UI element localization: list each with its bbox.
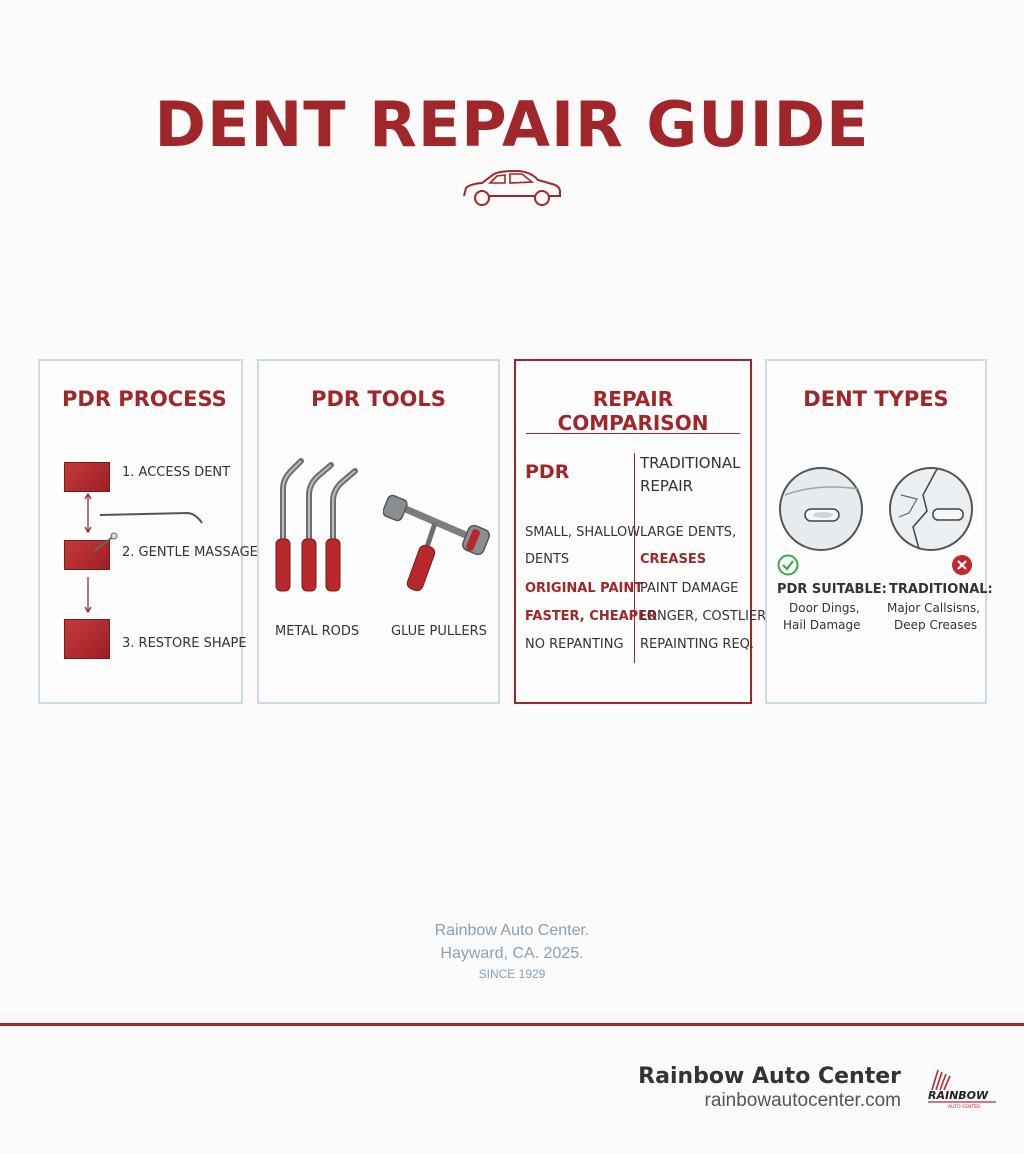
arrow-tool-icon [84, 493, 203, 534]
footer-line-3: SINCE 1929 [478, 967, 546, 981]
footer-line-2: Hayward, CA. 2025. [440, 945, 584, 962]
step-1: 1. ACCESS DENT [122, 465, 231, 480]
glue-puller-icon [383, 494, 491, 592]
crease-damage-icon [889, 467, 973, 551]
pdr-suitable-label: PDR SUITABLE: [777, 582, 887, 597]
step-3: 3. RESTORE SHAPE [122, 636, 247, 651]
rainbow-logo-icon: RAINBOW AUTO CENTER [928, 1069, 996, 1110]
col-traditional-header-1: TRADITIONAL [640, 454, 741, 472]
tool-metal-rods: METAL RODS [275, 624, 360, 639]
door-ding-icon [779, 467, 863, 551]
check-icon [777, 554, 799, 576]
cross-icon [952, 555, 972, 575]
step-2: 2. GENTLE MASSAGE [122, 545, 258, 560]
pdr-row-2: DENTS [525, 552, 570, 567]
repair-comparison-title: REPAIR COMPARISON [557, 387, 709, 435]
pdr-row-1: SMALL, SHALLOW [525, 525, 641, 540]
footer-line-1: Rainbow Auto Center. [434, 922, 590, 939]
comparison-column-divider [634, 453, 635, 663]
car-outline-icon [463, 169, 561, 206]
restored-panel-icon [64, 619, 110, 659]
brand-url[interactable]: rainbowautocenter.com [704, 1090, 901, 1111]
dent-panel-icon [64, 462, 110, 492]
pdr-row-4: FASTER, CHEAPER [525, 609, 658, 624]
pdr-process-panel: PDR PROCESS 1. ACCESS DENT 2. GENTLE MAS… [38, 359, 258, 704]
trad-row-2: CREASES [640, 552, 707, 567]
rod-tip-icon [93, 532, 118, 552]
traditional-label: TRADITIONAL: [889, 582, 993, 597]
logo-text: RAINBOW [928, 1089, 989, 1102]
trad-row-5: REPAINTING REQ. [640, 637, 755, 652]
traditional-desc-1: Major Callsisns, [887, 601, 981, 615]
pdr-suitable-desc-1: Door Dings, [789, 601, 860, 615]
pdr-row-5: NO REPANTING [525, 637, 624, 652]
metal-rods-icon [275, 458, 358, 592]
arrow-down-icon [84, 577, 92, 614]
logo-subtext: AUTO CENTER [948, 1104, 980, 1110]
dent-types-title: DENT TYPES [803, 387, 949, 411]
col-pdr-header: PDR [525, 461, 570, 483]
pdr-process-title: PDR PROCESS [62, 387, 227, 411]
col-traditional-header-2: REPAIR [640, 477, 694, 495]
footer-divider [0, 1023, 1024, 1026]
pdr-suitable-desc-2: Hail Damage [783, 618, 861, 632]
trad-row-3: PAINT DAMAGE [640, 581, 739, 596]
comparison-divider [526, 433, 740, 434]
trad-row-4: LONGER, COSTLIER [640, 609, 767, 624]
repair-comparison-panel: REPAIR COMPARISON PDR TRADITIONAL REPAIR… [514, 359, 766, 704]
pdr-row-3: ORIGINAL PAINT [525, 581, 644, 596]
pdr-tools-title: PDR TOOLS [311, 387, 446, 411]
tool-glue-pullers: GLUE PULLERS [391, 624, 487, 639]
pdr-tools-panel: PDR TOOLS METAL RODS GLUE PULLERS [257, 359, 500, 704]
traditional-desc-2: Deep Creases [894, 618, 978, 632]
brand-name: Rainbow Auto Center [638, 1064, 901, 1089]
page-title: DENT REPAIR GUIDE [154, 88, 870, 161]
trad-row-1: LARGE DENTS, [640, 525, 737, 540]
dent-types-panel: DENT TYPES PDR SUITABLE: Door Dings, Hai… [765, 359, 993, 704]
